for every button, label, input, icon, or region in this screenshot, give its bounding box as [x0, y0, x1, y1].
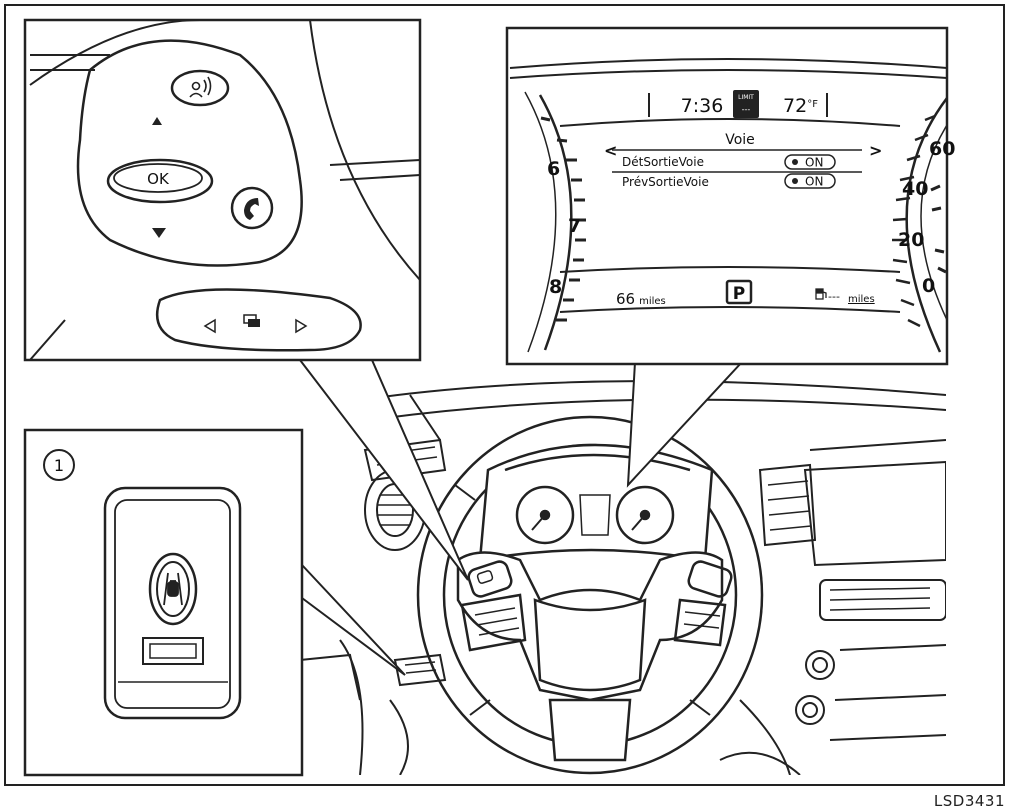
menu-item-label: DétSortieVoie	[622, 155, 704, 169]
fuel-value: ---	[828, 290, 840, 303]
triangle-right-icon[interactable]	[295, 318, 308, 334]
callout-number: 1	[54, 456, 64, 475]
figure-code: LSD3431	[933, 792, 1005, 810]
callout-lines	[299, 359, 743, 676]
outside-temp-value: 72°F	[783, 95, 818, 117]
speed-limit-badge: LIMIT ---	[733, 90, 759, 118]
menu-row-lane-departure-prevention[interactable]: PrévSortieVoie ON	[622, 173, 836, 189]
dash-switch-location	[393, 653, 447, 687]
menu-row-lane-departure-warning[interactable]: DétSortieVoie ON	[622, 154, 836, 170]
menu-item-label: PrévSortieVoie	[622, 175, 709, 189]
phone-icon	[244, 198, 259, 220]
menu-nav-left[interactable]: <	[604, 141, 617, 160]
lane-assist-icon	[163, 572, 183, 606]
menu-title: Voie	[725, 132, 755, 148]
steering-controls-inset: OK	[23, 18, 422, 362]
clock-time: 7:36	[681, 95, 724, 117]
ok-label: OK	[147, 170, 170, 188]
triangle-up-icon[interactable]	[152, 117, 162, 125]
lane-assist-switch[interactable]	[148, 552, 198, 626]
speed-label-0: 0	[922, 275, 935, 297]
ok-button[interactable]: OK	[106, 158, 214, 204]
menu-item-state: ON	[805, 175, 823, 189]
voice-command-button[interactable]	[170, 69, 230, 107]
indicator-light	[149, 643, 197, 659]
speedometer-ticks	[892, 114, 947, 328]
switch-panel-inset: 1	[23, 428, 304, 777]
gear-letter: P	[733, 284, 745, 304]
speed-label-40: 40	[902, 178, 928, 200]
speed-limit-label: LIMIT	[738, 94, 754, 101]
menu-nav-right[interactable]: >	[869, 141, 882, 160]
triangle-left-icon[interactable]	[203, 318, 216, 334]
display-toggle-icon[interactable]	[243, 314, 260, 327]
gear-indicator: P	[725, 279, 753, 305]
speed-label-60: 60	[929, 138, 955, 160]
fuel-range: --- miles	[815, 288, 875, 305]
phone-button[interactable]	[230, 186, 274, 230]
fuel-pump-icon	[815, 288, 827, 300]
instrument-cluster-inset: 6 7 8 60 40 20 0 7:36 LIMIT --- 72°F Voi…	[505, 26, 955, 366]
tach-label-7: 7	[568, 215, 581, 237]
tachometer-ticks	[540, 116, 586, 322]
fuel-unit: miles	[848, 294, 875, 305]
steering-wheel	[416, 415, 764, 775]
speed-label-20: 20	[898, 229, 924, 251]
menu-item-state: ON	[805, 156, 823, 170]
speed-limit-value: ---	[742, 105, 751, 114]
triangle-down-icon[interactable]	[152, 228, 166, 238]
voice-command-icon	[189, 76, 212, 98]
tach-label-8: 8	[549, 276, 562, 298]
tach-label-6: 6	[547, 158, 560, 180]
callout-number-badge	[43, 449, 75, 481]
